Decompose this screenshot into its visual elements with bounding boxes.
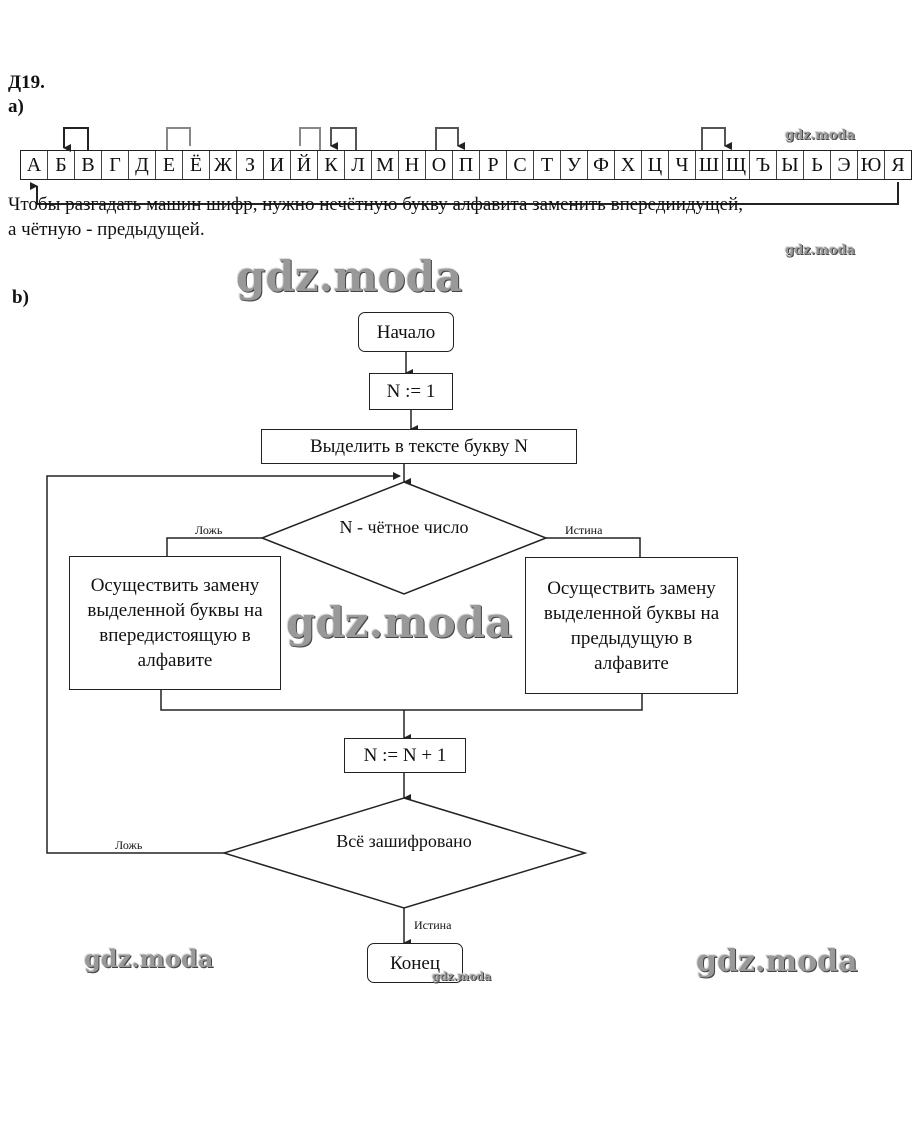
alphabet-arrows <box>30 127 899 205</box>
alphabet-letter: Ш <box>696 151 723 179</box>
watermark: gdz.moda <box>785 243 856 258</box>
condition-even: N - чётное число <box>339 517 469 537</box>
increment-node: N := N + 1 <box>344 738 466 773</box>
select-node: Выделить в тексте букву N <box>261 429 577 464</box>
explanation-line-1: Чтобы разгадать машин шифр, нужно нечётн… <box>8 194 744 215</box>
alphabet-letter: Ы <box>777 151 804 179</box>
alphabet-letter: Н <box>399 151 426 179</box>
task-number: Д19. <box>8 72 45 93</box>
alphabet-letter: С <box>507 151 534 179</box>
alphabet-letter: Ц <box>642 151 669 179</box>
true-label-1: Истина <box>565 523 603 537</box>
alphabet-letter: Ч <box>669 151 696 179</box>
alphabet-letter: Ё <box>183 151 210 179</box>
watermark: gdz.moda <box>236 252 463 301</box>
left-action-node: Осуществить замену выделенной буквы на в… <box>69 556 281 690</box>
alphabet-letter: Ь <box>804 151 831 179</box>
alphabet-letter: Х <box>615 151 642 179</box>
alphabet-letter: Ж <box>210 151 237 179</box>
alphabet-letter: З <box>237 151 264 179</box>
alphabet-letter: Ю <box>858 151 885 179</box>
alphabet-letter: Л <box>345 151 372 179</box>
alphabet-letter: В <box>75 151 102 179</box>
false-label-2: Ложь <box>115 838 143 852</box>
alphabet-letter: А <box>21 151 48 179</box>
watermark: gdz.moda <box>432 970 492 983</box>
alphabet-letter: П <box>453 151 480 179</box>
watermark: gdz.moda <box>785 128 856 143</box>
alphabet-letter: Я <box>891 154 905 176</box>
alphabet-letter: К <box>318 151 345 179</box>
false-label-1: Ложь <box>195 523 223 537</box>
part-b-label: b) <box>12 287 29 308</box>
init-node: N := 1 <box>369 373 453 410</box>
alphabet-letter: Э <box>831 151 858 179</box>
alphabet-letter: Щ <box>723 151 750 179</box>
alphabet-letter: М <box>372 151 399 179</box>
alphabet-letter: Ъ <box>750 151 777 179</box>
alphabet-letter: У <box>561 151 588 179</box>
watermark: gdz.moda <box>696 944 858 979</box>
explanation-line-2: а чётную - предыдущей. <box>8 219 205 240</box>
alphabet-letter: Й <box>291 151 318 179</box>
true-label-2: Истина <box>414 918 452 932</box>
alphabet-letter: О <box>426 151 453 179</box>
watermark: gdz.moda <box>84 944 214 973</box>
right-action-node: Осуществить замену выделенной буквы на п… <box>525 557 738 694</box>
explanation: Чтобы разгадать машин шифр, нужно нечётн… <box>8 192 908 242</box>
alphabet-letter: Г <box>102 151 129 179</box>
alphabet-letter: Т <box>534 151 561 179</box>
part-a-label: а) <box>8 96 24 117</box>
watermark: gdz.moda <box>286 598 513 647</box>
alphabet-letter: И <box>264 151 291 179</box>
alphabet-letter: Ф <box>588 151 615 179</box>
alphabet-letter: Б <box>48 151 75 179</box>
alphabet-letter: Е <box>156 151 183 179</box>
alphabet-letter: Д <box>129 151 156 179</box>
end-node: Конец <box>367 943 463 983</box>
start-node: Начало <box>358 312 454 352</box>
condition-done: Всё зашифровано <box>336 831 472 851</box>
alphabet-letter: Р <box>480 151 507 179</box>
